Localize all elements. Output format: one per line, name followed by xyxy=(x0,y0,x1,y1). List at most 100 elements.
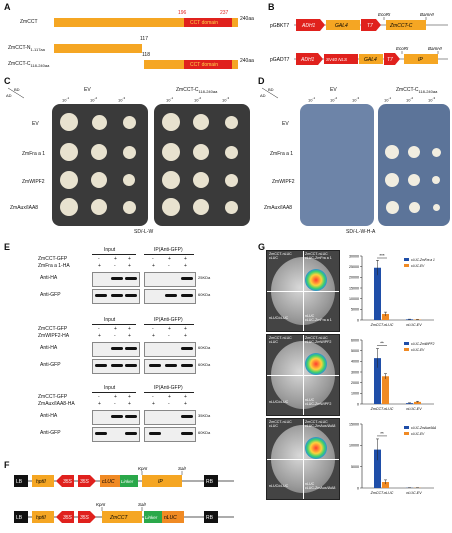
y-tick-label: 20000 xyxy=(349,276,359,280)
yeast-spot xyxy=(224,200,238,214)
c-corner-line xyxy=(7,87,25,99)
divider-h xyxy=(267,291,339,292)
svg-text:ZmCCT: ZmCCT xyxy=(109,515,128,521)
protein-band xyxy=(125,415,137,418)
yeast-spot xyxy=(91,172,107,188)
yeast-spot xyxy=(162,171,180,189)
sign: + xyxy=(168,394,171,400)
svg-text:GAL4: GAL4 xyxy=(335,23,348,29)
dilution-2: 10-2 xyxy=(90,96,98,103)
signal-spot xyxy=(305,353,327,375)
legend-swatch xyxy=(404,258,409,261)
protein-band xyxy=(181,364,193,367)
protein-band xyxy=(181,415,193,418)
category-label: ZmCCT-nLUC xyxy=(370,491,394,495)
svg-text:SV40 NLS: SV40 NLS xyxy=(326,57,347,62)
panel-label-a: A xyxy=(4,2,11,12)
cct-domain-text: CCT domain xyxy=(190,20,218,26)
d-plate-ev xyxy=(300,104,374,226)
y-tick-label: 2000 xyxy=(351,381,359,385)
rb-box-2 xyxy=(204,511,218,523)
yeast-spot xyxy=(122,145,136,159)
sign: + xyxy=(98,333,101,339)
significance-label: ** xyxy=(380,431,384,436)
lb-box-1 xyxy=(14,475,28,487)
header-line xyxy=(144,324,194,325)
rb-box-1 xyxy=(204,475,218,487)
d-corner-line xyxy=(261,87,279,99)
protein-band xyxy=(125,364,137,367)
yeast-spot xyxy=(193,172,209,188)
antibody-label: Anti-GFP xyxy=(40,292,61,298)
dilution-5: 10-2 xyxy=(194,96,202,103)
d-ad: AD xyxy=(260,93,266,98)
yeast-spot xyxy=(60,113,78,131)
cct-domain-c: CCT domain xyxy=(184,60,232,69)
panel-label-e: E xyxy=(4,242,11,252)
c-ad: AD xyxy=(6,93,12,98)
sign: + xyxy=(184,401,187,407)
zmcct-n-label: ZmCCT-N1-117aa xyxy=(8,45,45,52)
svg-text:cLUC: cLUC xyxy=(102,479,115,485)
pos-196: 196 xyxy=(178,10,187,16)
header-line xyxy=(144,254,194,255)
yeast-spot xyxy=(408,174,420,186)
cluc-box xyxy=(100,475,120,487)
yeast-spot xyxy=(91,114,107,130)
yeast-spot xyxy=(193,199,209,215)
pgadt7-label: pGADT7 xyxy=(270,57,290,63)
dilution-3: 10-3 xyxy=(118,96,126,103)
y-tick-label: 30000 xyxy=(349,254,359,258)
protein-band xyxy=(125,432,137,435)
panel-f-constructs: LB hptII 35S 35S cLUC Linker IP RB KpnI … xyxy=(14,466,234,523)
svg-text:T7: T7 xyxy=(367,23,373,29)
protein-band xyxy=(181,294,193,297)
y-tick-label: 10000 xyxy=(349,444,359,448)
35s-arrow-2a xyxy=(56,511,74,523)
bar xyxy=(406,319,413,320)
luc-label-tr: ZmCCT-nLUC cLUC-ZmFra a 1 xyxy=(305,252,332,260)
divider-h xyxy=(267,375,339,376)
c-row-wipf2: ZmWIPF2 xyxy=(22,179,45,185)
legend-swatch xyxy=(404,426,409,429)
kpni-label-1: KpnI xyxy=(138,466,148,471)
svg-text:Linker: Linker xyxy=(121,479,134,484)
sign: + xyxy=(184,263,187,269)
protein-band xyxy=(165,364,177,367)
d-plate-cct xyxy=(378,104,450,226)
bar xyxy=(414,401,421,404)
dilution-3: 10-3 xyxy=(352,96,360,103)
luc-label-bl: nLUC/cLUC xyxy=(269,484,289,488)
yeast-spot xyxy=(432,203,440,211)
y-tick-label: 5000 xyxy=(351,349,359,353)
bar xyxy=(382,314,389,320)
c-col-ev: EV xyxy=(84,87,91,93)
sign: + xyxy=(184,256,187,262)
bamhi-label-2: BamHI xyxy=(428,46,443,51)
c-row-aux: ZmAux/IAA8 xyxy=(10,205,39,211)
dilution-2: 10-2 xyxy=(330,96,338,103)
yeast-spot xyxy=(91,199,107,215)
lb-box-2 xyxy=(14,511,28,523)
cct-domain-full: CCT domain xyxy=(184,18,232,27)
gal4-box-2 xyxy=(359,54,383,64)
legend-label: cLUC-EV xyxy=(411,264,425,268)
yeast-spot xyxy=(162,143,180,161)
construct-row-2: ZmFra a 1-HA xyxy=(38,263,70,269)
hpt-box-2 xyxy=(32,511,54,523)
protein-band xyxy=(111,364,123,367)
yeast-spot xyxy=(123,174,135,186)
luc-label-tl: ZmCCT-nLUC cLUC xyxy=(269,252,292,260)
protein-band xyxy=(111,347,123,350)
sign: + xyxy=(152,401,155,407)
sign: - xyxy=(168,333,170,339)
panel-label-b: B xyxy=(268,2,275,12)
construct-row-1: ZmCCT-GFP xyxy=(38,256,68,262)
kda-label: 60KDa xyxy=(198,430,211,435)
protein-band xyxy=(181,347,193,350)
y-tick-label: 6000 xyxy=(351,338,359,342)
yeast-spot xyxy=(60,198,78,216)
ip-header: IP(Anti-GFP) xyxy=(154,247,183,253)
luc-label-tr: ZmCCT-nLUC cLUC-ZmWIPF2 xyxy=(305,336,332,344)
sign: + xyxy=(128,256,131,262)
